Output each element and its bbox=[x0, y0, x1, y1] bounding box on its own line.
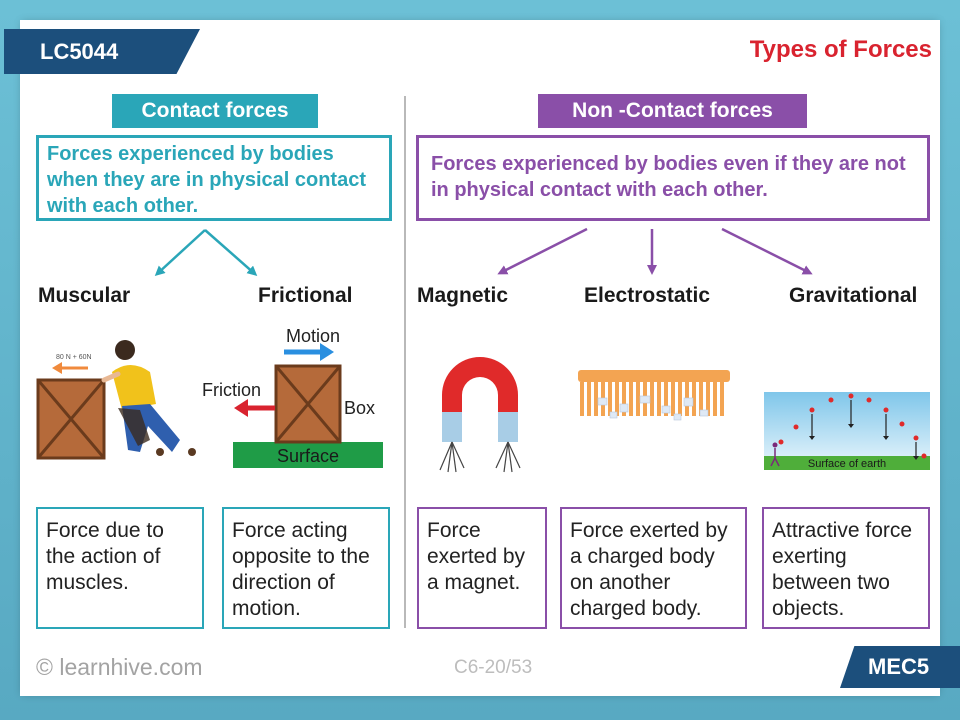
magnetic-description: Force exerted by a magnet. bbox=[417, 507, 547, 629]
motion-label: Motion bbox=[286, 326, 340, 346]
comb-illustration bbox=[578, 370, 730, 421]
surface-label: Surface bbox=[277, 446, 339, 466]
muscular-illustration bbox=[36, 340, 196, 460]
surface-of-earth-label: Surface of earth bbox=[808, 458, 886, 470]
slide-title: Types of Forces bbox=[749, 36, 932, 63]
magnet-illustration bbox=[439, 357, 521, 473]
category-muscular: Muscular bbox=[38, 284, 131, 307]
frictional-description: Force acting opposite to the direction o… bbox=[222, 507, 390, 629]
category-electrostatic: Electrostatic bbox=[584, 284, 711, 307]
page-number: C6-20/53 bbox=[454, 657, 533, 678]
frictional-illustration bbox=[233, 343, 383, 468]
module-code-banner: MEC5 bbox=[840, 646, 960, 688]
gravitational-description: Attractive force exerting between two ob… bbox=[762, 507, 930, 629]
section-divider bbox=[404, 96, 406, 628]
box-label: Box bbox=[344, 398, 375, 418]
muscular-description: Force due to the action of muscles. bbox=[36, 507, 204, 629]
friction-label: Friction bbox=[202, 380, 261, 400]
gravitational-illustration bbox=[764, 392, 930, 470]
lesson-code-banner: LC5044 bbox=[4, 29, 200, 74]
contact-forces-definition: Forces experienced by bodies when they a… bbox=[36, 135, 392, 221]
category-frictional: Frictional bbox=[258, 284, 353, 307]
non-contact-forces-definition: Forces experienced by bodies even if the… bbox=[416, 135, 930, 221]
contact-branch-arrows bbox=[154, 229, 258, 277]
electrostatic-description: Force exerted by a charged body on anoth… bbox=[560, 507, 747, 629]
muscular-force-label: 80 N + 60N bbox=[56, 354, 92, 361]
non-contact-forces-heading: Non -Contact forces bbox=[538, 94, 807, 128]
non-contact-branch-arrows bbox=[497, 227, 813, 275]
category-magnetic: Magnetic bbox=[417, 284, 509, 307]
contact-forces-heading: Contact forces bbox=[112, 94, 318, 128]
category-gravitational: Gravitational bbox=[789, 284, 918, 307]
copyright-text: © learnhive.com bbox=[36, 654, 203, 680]
